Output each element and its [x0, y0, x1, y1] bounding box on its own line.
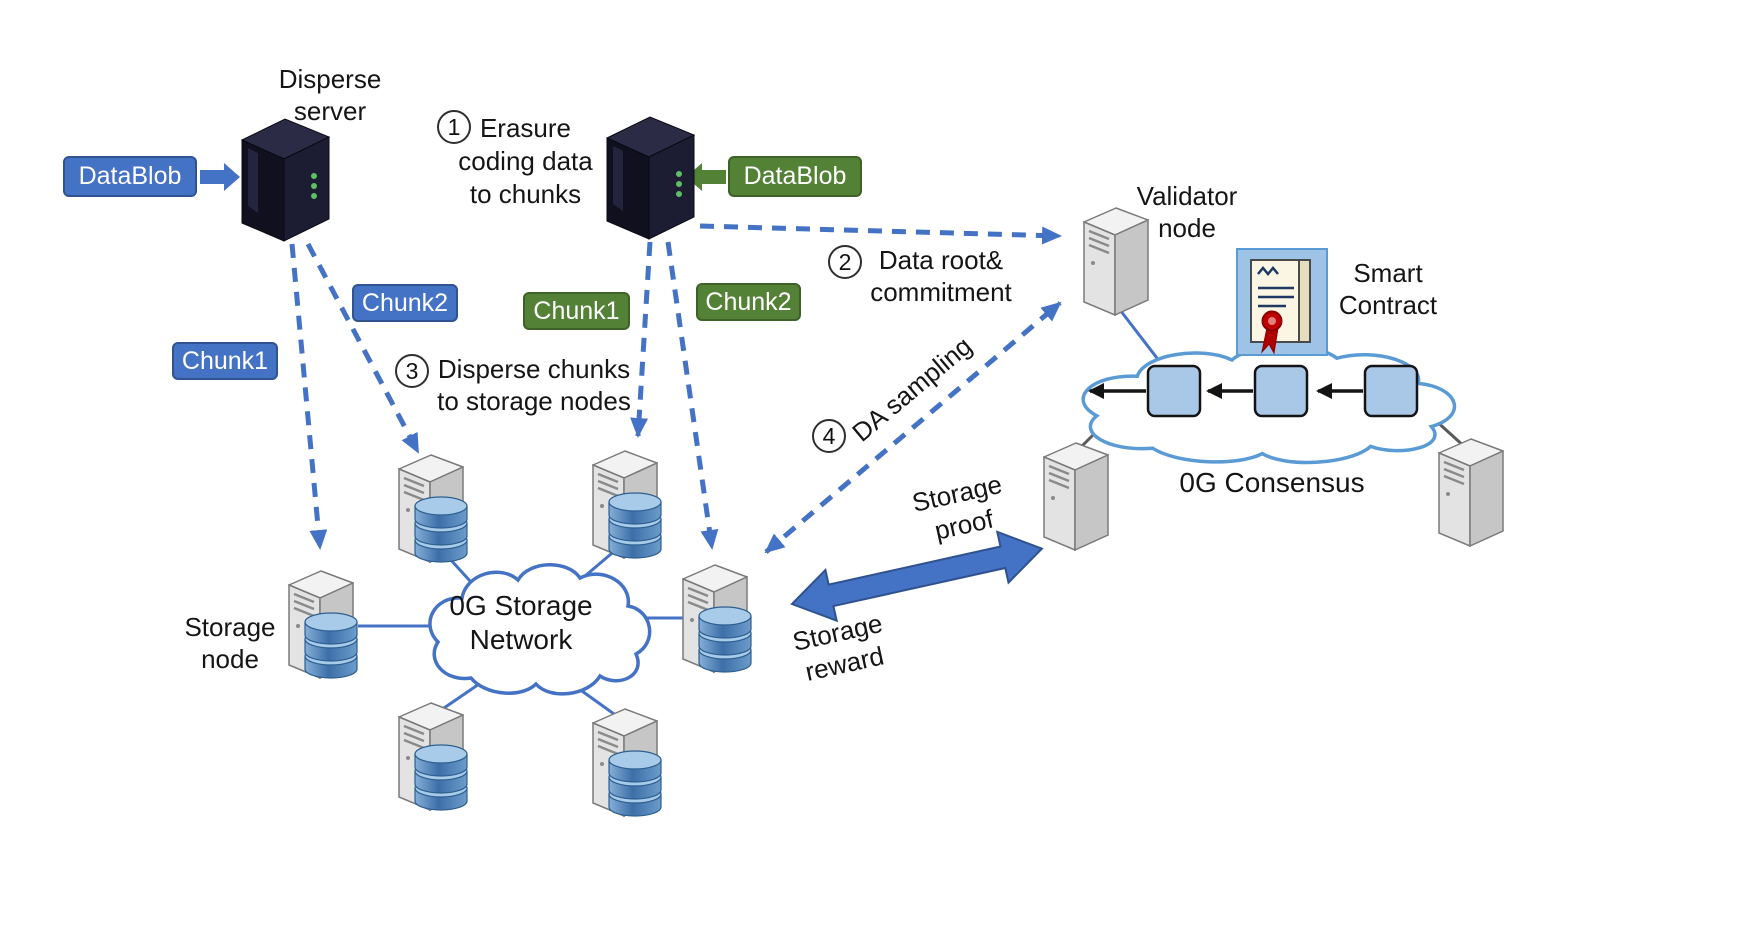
storage-node-icon-bottomright — [593, 709, 661, 816]
step-4-circle: 4 — [812, 419, 846, 453]
storage-network-label: 0G Storage Network — [449, 590, 593, 655]
smart-contract-label: Smart Contract — [1338, 258, 1438, 320]
chunk1-badge-green: Chunk1 — [523, 292, 630, 330]
consensus-node-icon-right — [1437, 437, 1505, 548]
datablob-arrow-right — [686, 163, 726, 191]
consensus-node-icon-left — [1042, 441, 1110, 552]
step-1-text: Erasure coding data to chunks — [458, 113, 593, 209]
da-sampling-arrow — [764, 301, 1062, 554]
storage-node-icon-bottomleft — [399, 703, 467, 810]
chunk2-badge-green: Chunk2 — [696, 283, 801, 321]
storage-proof-reward-arrow — [790, 530, 1044, 623]
consensus-cloud-label: 0G Consensus — [1179, 467, 1365, 498]
disperse-server-icon-right — [606, 116, 695, 240]
disperse-server-label: Disperse server — [278, 64, 382, 126]
step-3-text: Disperse chunks to storage nodes — [437, 354, 631, 416]
disperse-server-icon-left — [241, 118, 330, 242]
step-2-circle: 2 — [828, 245, 862, 279]
storage-node-icon-right — [683, 565, 751, 672]
storage-node-label: Storage node — [184, 612, 276, 674]
datablob-badge-right: DataBlob — [728, 156, 862, 197]
blockchain-chain — [1088, 364, 1419, 418]
block-icon — [1253, 364, 1309, 418]
chunk2-badge-blue: Chunk2 — [352, 284, 458, 322]
storage-node-icon-left — [289, 571, 357, 678]
block-icon — [1363, 364, 1419, 418]
storage-node-icon-topleft — [399, 455, 467, 562]
block-icon — [1146, 364, 1202, 418]
datablob-badge-left: DataBlob — [63, 156, 197, 197]
chunk1-badge-blue: Chunk1 — [172, 342, 278, 380]
step-3-circle: 3 — [395, 354, 429, 388]
data-root-commitment-arrow — [699, 223, 1062, 245]
storage-network-cloud — [428, 563, 652, 696]
step-2-text: Data root& commitment — [870, 245, 1012, 307]
validator-node-label: Validator node — [1136, 181, 1238, 243]
datablob-arrow-left — [200, 163, 240, 191]
smart-contract-icon — [1236, 248, 1328, 356]
step-1-circle: 1 — [437, 110, 471, 144]
chunk-dispersal-arrows — [289, 241, 719, 550]
storage-node-icon-topmid — [593, 451, 661, 558]
